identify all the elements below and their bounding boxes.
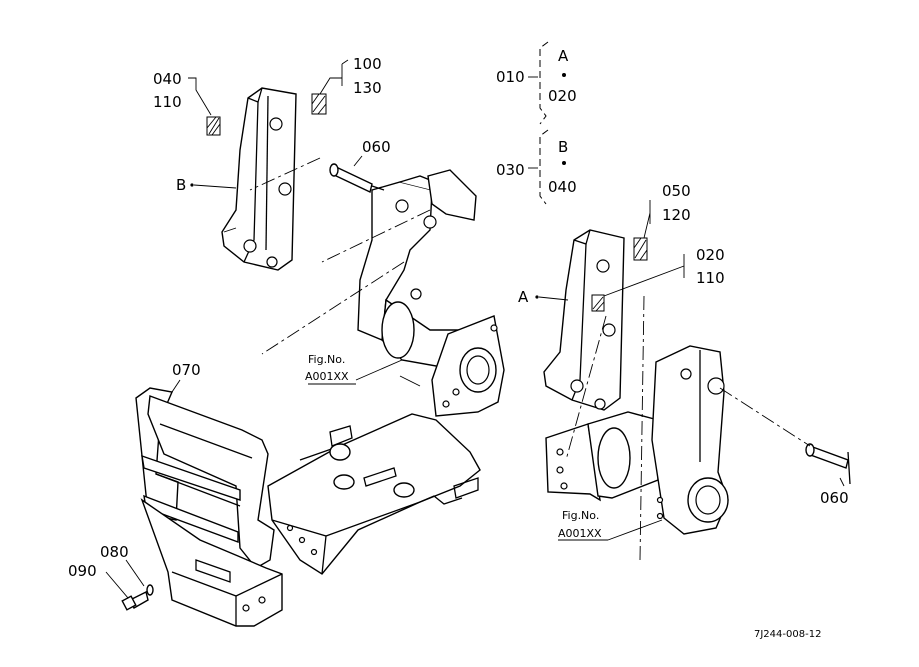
left-bracket-assembly xyxy=(357,169,505,417)
label-130: 130 xyxy=(353,79,382,97)
drawing-code: 7J244-008-12 xyxy=(754,629,821,640)
label-060-left: 060 xyxy=(362,138,391,156)
pillar-b xyxy=(221,87,297,271)
fig-ref-right-title: Fig.No. xyxy=(562,509,599,522)
label-100: 100 xyxy=(353,55,382,73)
label-020-right: 020 xyxy=(696,246,725,264)
washer-080 xyxy=(146,584,154,596)
label-pad-040 xyxy=(206,116,221,136)
label-b-key: B xyxy=(558,138,568,156)
fig-ref-right-code: A001XX xyxy=(558,527,602,540)
label-020-key: 020 xyxy=(548,87,577,105)
fig-ref-left-title: Fig.No. xyxy=(308,353,345,366)
label-pad-020 xyxy=(591,294,605,312)
label-080: 080 xyxy=(100,543,129,561)
label-060-right: 060 xyxy=(820,489,849,507)
bolt-090 xyxy=(121,590,149,611)
label-090: 090 xyxy=(68,562,97,580)
label-010: 010 xyxy=(496,68,525,86)
label-a-pillar: A xyxy=(518,288,529,306)
label-070: 070 xyxy=(172,361,201,379)
label-a-key: A xyxy=(558,47,569,65)
front-guard-070 xyxy=(135,387,283,627)
fig-ref-left-code: A001XX xyxy=(305,370,349,383)
label-110-left: 110 xyxy=(153,93,182,111)
pillar-a xyxy=(543,229,625,411)
pin-060-right xyxy=(805,443,851,485)
label-120: 120 xyxy=(662,206,691,224)
main-frame xyxy=(267,413,481,575)
label-b-pillar: B xyxy=(176,176,186,194)
label-040-left: 040 xyxy=(153,70,182,88)
label-040-key: 040 xyxy=(548,178,577,196)
right-bracket-assembly xyxy=(545,345,729,535)
label-030: 030 xyxy=(496,161,525,179)
label-110-right: 110 xyxy=(696,269,725,287)
label-050: 050 xyxy=(662,182,691,200)
pin-060-left xyxy=(329,163,385,193)
